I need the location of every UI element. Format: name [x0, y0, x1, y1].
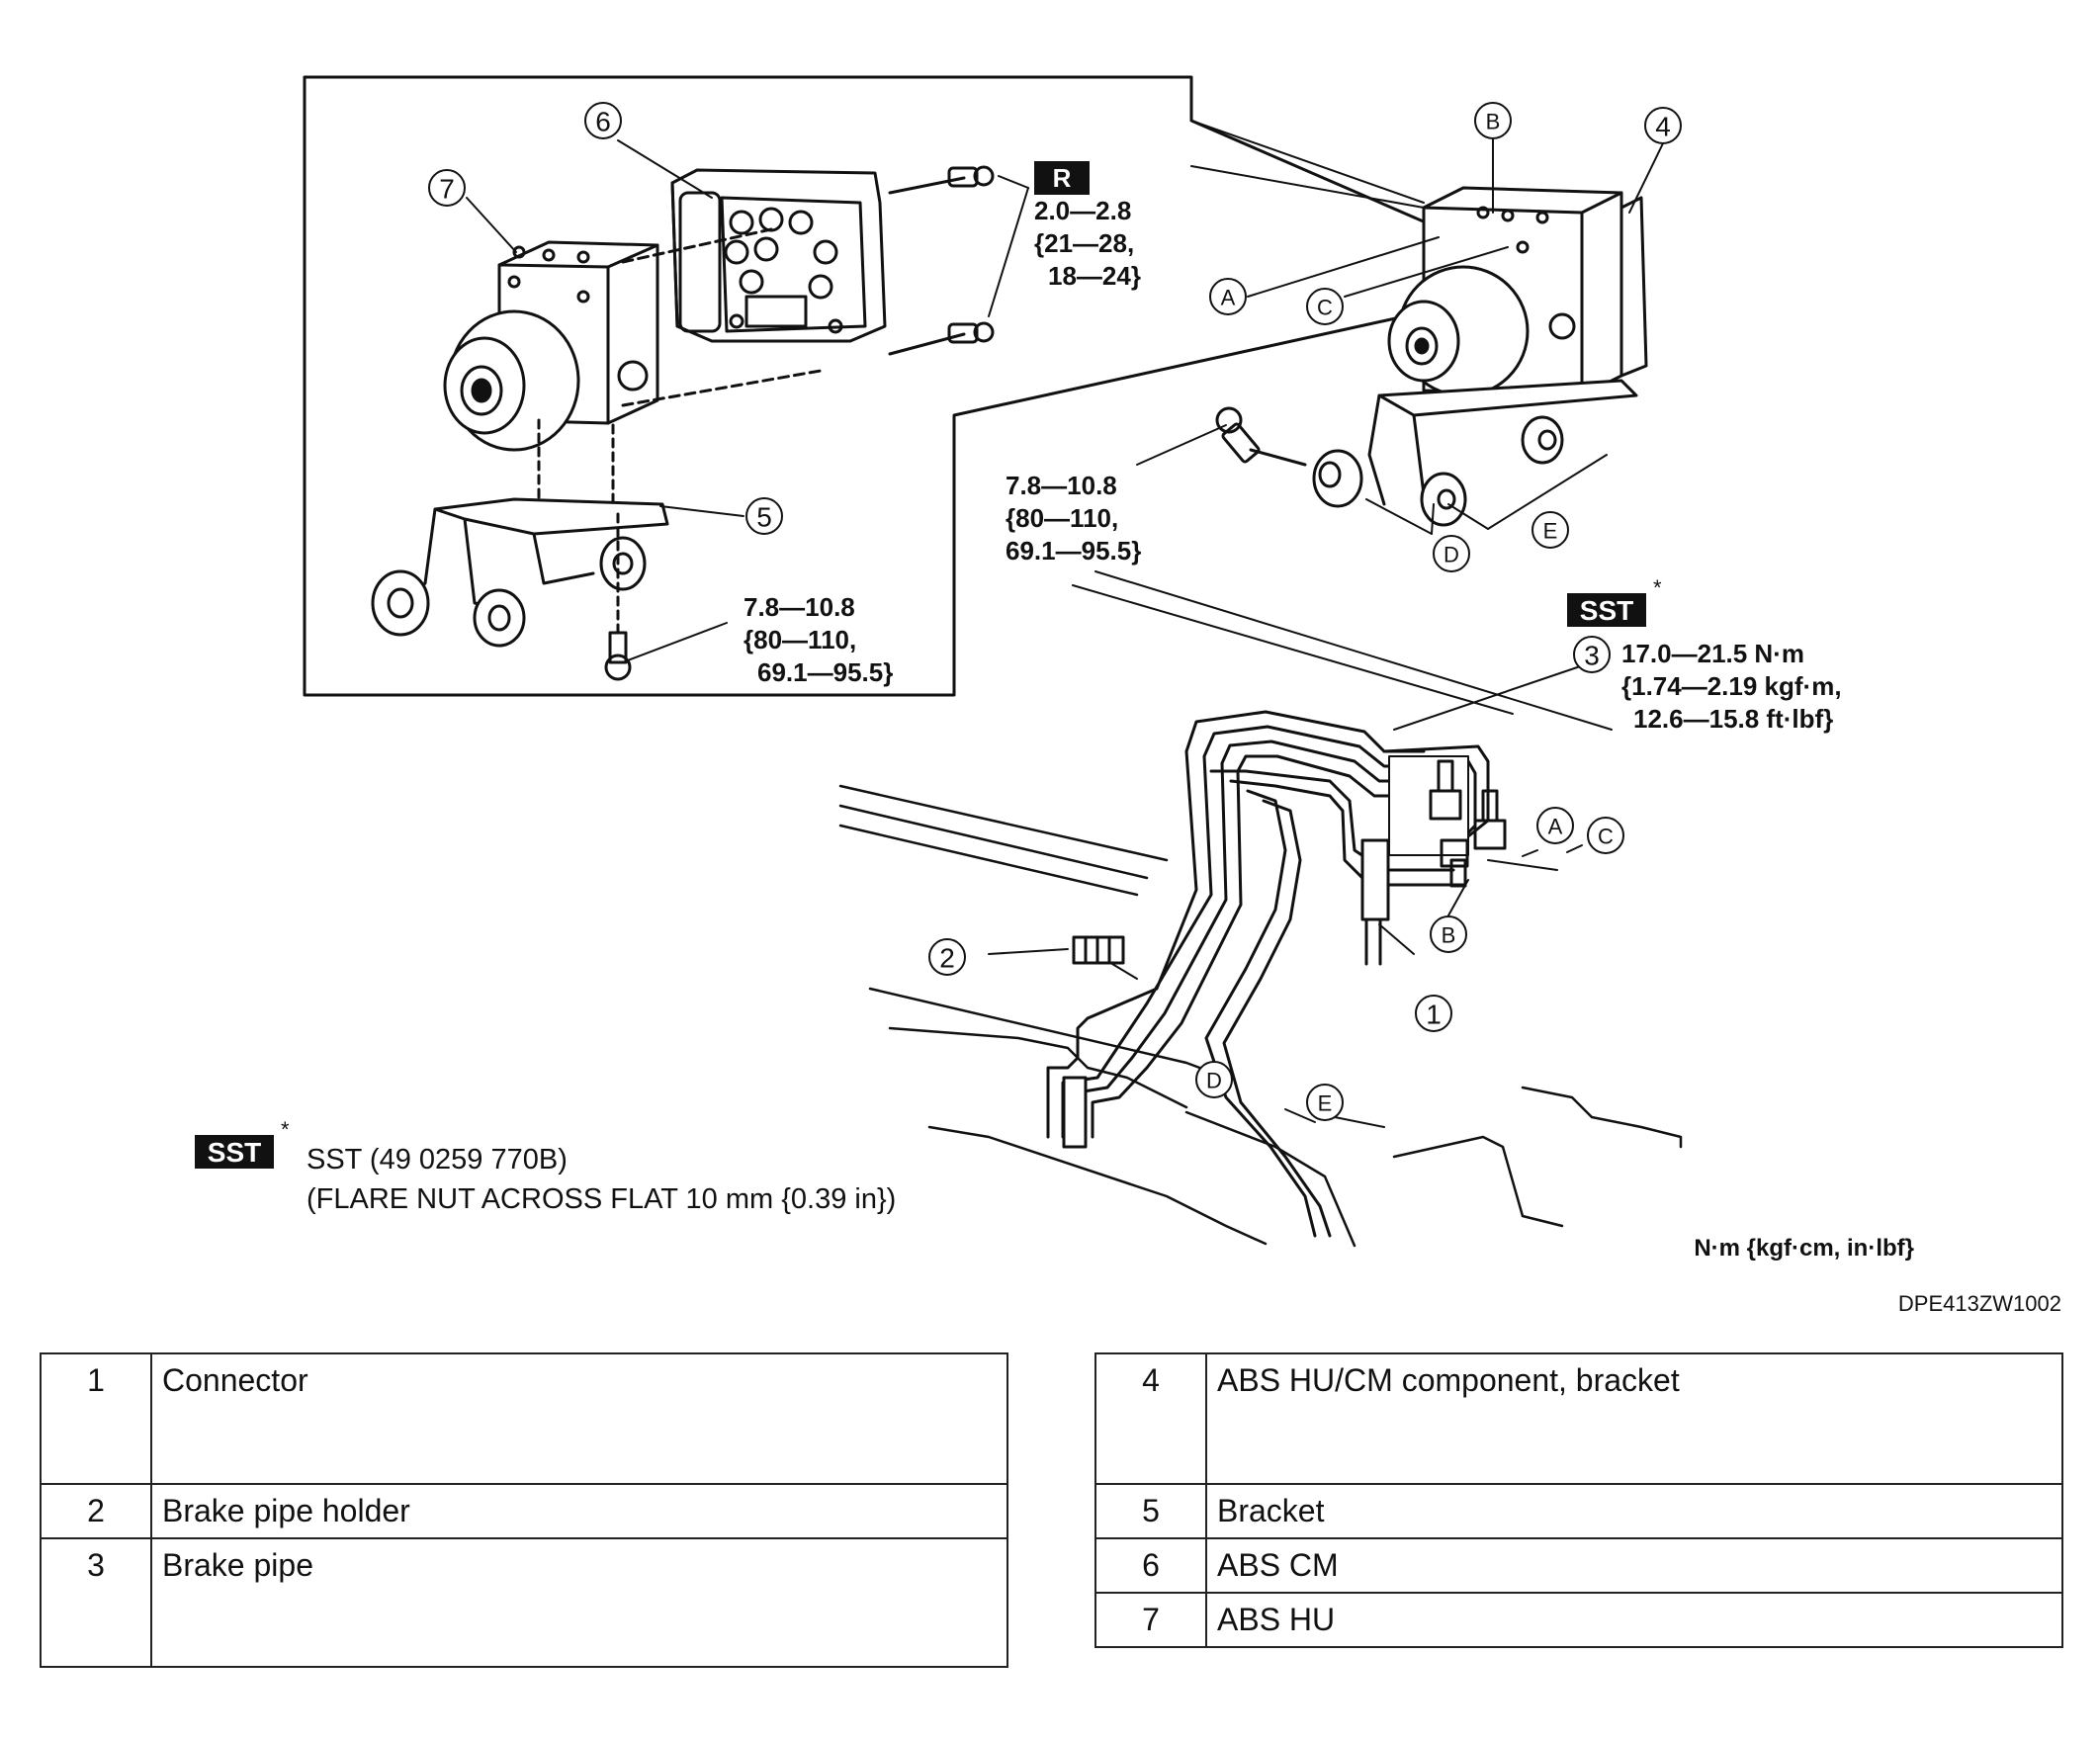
torque-bracket-line-3: 69.1—95.5}	[757, 657, 893, 687]
r-badge-text: R	[1053, 163, 1072, 193]
parts-table-right: 4 ABS HU/CM component, bracket 5 Bracket…	[1094, 1352, 2063, 1648]
table-row: 3 Brake pipe	[40, 1537, 1008, 1668]
figure-code: DPE413ZW1002	[1898, 1291, 2061, 1315]
torque-mount-bolt: 7.8—10.8 {80—110, 69.1—95.5}	[1006, 471, 1141, 566]
part-name: Brake pipe	[150, 1537, 1008, 1668]
table-row: 6 ABS CM	[1094, 1537, 2063, 1594]
cm-mounting-bolts	[888, 165, 1029, 356]
callout-1-label: 1	[1426, 1000, 1442, 1030]
callout-6-label: 6	[595, 107, 611, 137]
part-name: Connector	[150, 1352, 1008, 1485]
part-number: 5	[1094, 1483, 1207, 1539]
torque-pipe-line-3: 12.6—15.8 ft·lbf}	[1633, 704, 1833, 734]
callout-3-label: 3	[1584, 641, 1600, 671]
part-number: 4	[1094, 1352, 1207, 1485]
torque-cm-bolts: 2.0—2.8 {21—28, 18—24}	[1034, 196, 1141, 291]
vehicle-body-drawing	[838, 784, 1683, 1248]
part-number: 3	[40, 1537, 152, 1668]
callout-7-label: 7	[439, 174, 455, 205]
callout-e-label: E	[1543, 519, 1558, 544]
part-name: ABS CM	[1205, 1537, 2063, 1594]
sst-note-line-1: SST (49 0259 770B)	[306, 1144, 568, 1176]
sst-badge-note-text: SST	[208, 1137, 261, 1168]
callout-4-label: 4	[1655, 112, 1671, 142]
torque-cm-line-3: 18—24}	[1048, 261, 1141, 291]
sst-note-line-2: (FLARE NUT ACROSS FLAT 10 mm {0.39 in})	[306, 1183, 896, 1215]
torque-mount-line-2: {80—110,	[1006, 503, 1118, 533]
part-number: 7	[1094, 1592, 1207, 1648]
abs-hu-drawing	[443, 240, 659, 452]
torque-brake-pipe: 17.0—21.5 N·m {1.74—2.19 kgf·m, 12.6—15.…	[1621, 639, 1842, 734]
callout-a2-label: A	[1548, 815, 1563, 839]
parts-table-left: 1 Connector 2 Brake pipe holder 3 Brake …	[40, 1352, 1008, 1668]
callout-a-label: A	[1221, 286, 1236, 310]
bracket-drawing	[371, 418, 728, 681]
sst-badge-note	[195, 1135, 274, 1169]
sst-asterisk-note: *	[281, 1117, 290, 1142]
torque-mount-line-3: 69.1—95.5}	[1006, 536, 1141, 566]
callout-b-label: B	[1486, 110, 1501, 134]
torque-bracket-line-2: {80—110,	[744, 625, 856, 654]
torque-bracket-bolt: 7.8—10.8 {80—110, 69.1—95.5}	[744, 592, 893, 687]
callout-5-label: 5	[756, 502, 772, 533]
sst-asterisk-pipe: *	[1653, 575, 1662, 600]
part-number: 1	[40, 1352, 152, 1485]
table-row: 4 ABS HU/CM component, bracket	[1094, 1352, 2063, 1485]
exploded-view-diagram: 6 7 5 B 4 A C D E 3 A C B 1 2 D E R 2.0—…	[195, 75, 2061, 1315]
brake-pipes-drawing	[1046, 710, 1507, 1238]
callout-c-label: C	[1317, 296, 1333, 320]
unit-legend: N·m {kgf·cm, in·lbf}	[1694, 1235, 1914, 1262]
callout-c2-label: C	[1598, 825, 1614, 849]
abs-cm-drawing	[621, 168, 887, 407]
part-name: Brake pipe holder	[150, 1483, 1008, 1539]
table-row: 1 Connector	[40, 1352, 1008, 1485]
table-row: 7 ABS HU	[1094, 1592, 2063, 1648]
torque-cm-line-2: {21—28,	[1034, 228, 1134, 258]
sst-badge-pipe-text: SST	[1580, 595, 1633, 626]
leader-lines	[466, 137, 1664, 1128]
part-name: Bracket	[1205, 1483, 2063, 1539]
callout-e2-label: E	[1318, 1091, 1333, 1116]
torque-bracket-line-1: 7.8—10.8	[744, 592, 855, 622]
part-name: ABS HU	[1205, 1592, 2063, 1648]
torque-pipe-line-2: {1.74—2.19 kgf·m,	[1621, 671, 1842, 701]
callout-circles	[428, 102, 1682, 1121]
torque-cm-line-1: 2.0—2.8	[1034, 196, 1131, 225]
inset-frame	[303, 75, 1564, 697]
table-row: 5 Bracket	[1094, 1483, 2063, 1539]
part-number: 2	[40, 1483, 152, 1539]
torque-pipe-line-1: 17.0—21.5 N·m	[1621, 639, 1804, 668]
callout-2-label: 2	[939, 943, 955, 974]
table-row: 2 Brake pipe holder	[40, 1483, 1008, 1539]
callout-d2-label: D	[1206, 1069, 1222, 1093]
torque-mount-line-1: 7.8—10.8	[1006, 471, 1117, 500]
abs-assembly-drawing	[1215, 186, 1648, 527]
r-badge	[1034, 161, 1090, 195]
part-name: ABS HU/CM component, bracket	[1205, 1352, 2063, 1485]
callout-b2-label: B	[1442, 923, 1456, 948]
part-number: 6	[1094, 1537, 1207, 1594]
callout-d-label: D	[1444, 543, 1459, 567]
sst-badge-pipe	[1567, 593, 1646, 627]
